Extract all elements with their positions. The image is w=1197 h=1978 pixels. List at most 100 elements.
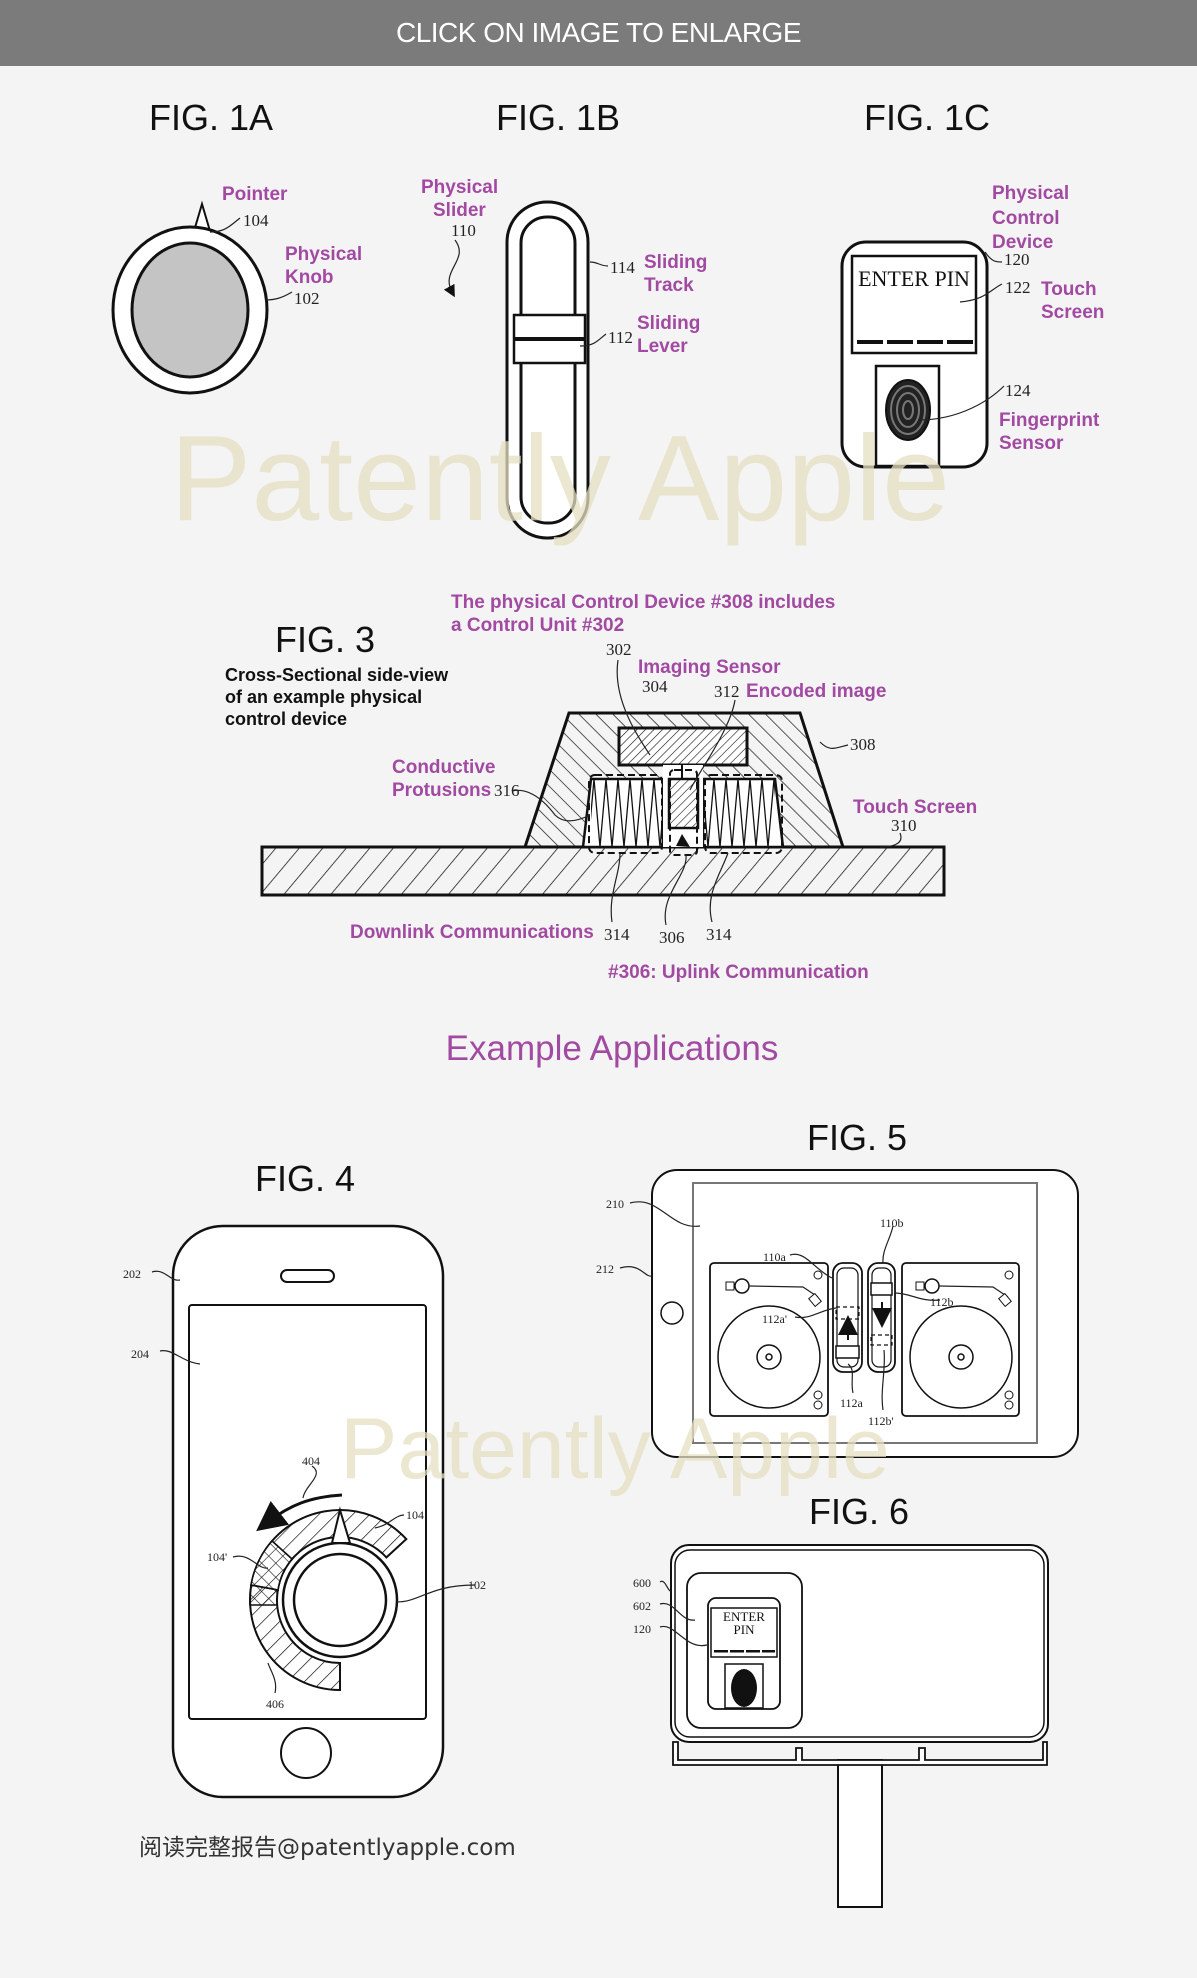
ref-112b: 112b [930, 1295, 954, 1309]
ref-102: 102 [468, 1578, 486, 1592]
ref-120: 120 [633, 1622, 651, 1636]
label-screen: Screen [1041, 302, 1104, 323]
ref-112b-prime: 112b' [868, 1414, 894, 1428]
label-touch-screen: Touch Screen [853, 797, 977, 818]
label-fingerprint: Fingerprint [999, 410, 1100, 431]
fig-1a-physical-knob: FIG. 1A Pointer 104 Physical Knob 102 [111, 97, 362, 395]
ref-104-prime: 104' [207, 1550, 227, 1564]
ref-112: 112 [608, 328, 633, 347]
sliding-track-inner [519, 215, 577, 525]
fig-3-title: FIG. 3 [275, 619, 375, 660]
ref-112a: 112a [840, 1396, 864, 1410]
watermark-bottom: Patently Apple [340, 1401, 890, 1497]
control-device-screen[interactable] [710, 1607, 778, 1658]
rotation-track-arc [249, 1509, 408, 1692]
ref-112a-prime: 112a' [762, 1312, 787, 1326]
label-encoded-image: Encoded image [746, 681, 886, 702]
ref-204: 204 [131, 1347, 149, 1361]
section-title: Example Applications [446, 1029, 779, 1068]
label-sliding: Sliding [644, 252, 707, 273]
downlink-region-left [588, 774, 663, 854]
fig-5-tablet-dj-app: FIG. 5 [596, 1117, 1079, 1458]
ref-110a: 110a [763, 1250, 787, 1264]
imaging-sensor [617, 726, 749, 767]
ref-120: 120 [1004, 250, 1030, 269]
tablet-home-button[interactable] [660, 1301, 684, 1325]
touch-screen[interactable] [850, 254, 978, 355]
label-device: Device [992, 232, 1053, 253]
label-physical: Physical [421, 177, 498, 198]
ref-302: 302 [606, 640, 632, 659]
touch-screen-slab [260, 845, 946, 897]
pointer-previous-position [250, 1539, 294, 1591]
fig-1c-physical-control-device: FIG. 1C ENTER PIN Physical Control Devic… [840, 97, 1104, 469]
fig-1a-title: FIG. 1A [149, 97, 273, 138]
ref-406: 406 [266, 1697, 284, 1711]
fig-5-title: FIG. 5 [807, 1117, 907, 1158]
pin-dashes [714, 1650, 775, 1653]
fig-6-kiosk-with-control-device: FIG. 6 ENTER PIN 600 602 120 [633, 1491, 1049, 1908]
knob-pointer [330, 1506, 352, 1544]
encoded-image [667, 777, 700, 830]
label-physical: Physical [992, 183, 1069, 204]
label-touch: Touch [1041, 279, 1097, 300]
label-sliding: Sliding [637, 313, 700, 334]
pin-dashes [857, 340, 973, 344]
ref-202: 202 [123, 1267, 141, 1281]
enter-text: ENTER [723, 1609, 765, 1624]
note-line-2: a Control Unit #302 [451, 615, 624, 636]
ref-314-right: 314 [706, 925, 732, 944]
ref-602: 602 [633, 1599, 651, 1613]
ref-110b: 110b [880, 1216, 904, 1230]
ref-310: 310 [891, 816, 917, 835]
fig-3-cross-section: FIG. 3 Cross-Sectional side-view of an e… [225, 592, 977, 983]
label-lever: Lever [637, 336, 688, 357]
label-knob: Knob [285, 267, 334, 288]
ref-304: 304 [642, 677, 668, 696]
pin-text: PIN [734, 1622, 756, 1637]
watermark-top: Patently Apple [170, 410, 950, 546]
ref-212: 212 [596, 1262, 614, 1276]
slider-110a[interactable] [832, 1262, 863, 1373]
enlarge-image-banner[interactable]: CLICK ON IMAGE TO ENLARGE [0, 0, 1197, 66]
caption-line-2: of an example physical [225, 687, 422, 707]
ref-600: 600 [633, 1576, 651, 1590]
fig-1b-physical-slider: FIG. 1B Physical Slider 110 114 Sliding … [421, 97, 707, 540]
label-uplink: #306: Uplink Communication [608, 962, 869, 983]
phone-speaker [280, 1269, 335, 1283]
knob-face[interactable] [292, 1552, 388, 1648]
stand-pole [837, 1759, 883, 1908]
home-button[interactable] [280, 1727, 332, 1779]
fig-1b-title: FIG. 1B [496, 97, 620, 138]
enter-pin-text: ENTER PIN [858, 266, 970, 291]
label-slider: Slider [433, 200, 486, 221]
ref-102: 102 [294, 289, 320, 308]
label-protusions: Protusions [392, 780, 491, 801]
ref-110: 110 [451, 221, 476, 240]
ref-308: 308 [850, 735, 876, 754]
note-line-1: The physical Control Device #308 include… [451, 592, 835, 613]
fig-6-title: FIG. 6 [809, 1491, 909, 1532]
label-imaging-sensor: Imaging Sensor [638, 657, 781, 678]
ref-210: 210 [606, 1197, 624, 1211]
label-control: Control [992, 208, 1060, 229]
ref-316: 316 [494, 781, 520, 800]
ref-404: 404 [302, 1454, 320, 1468]
downlink-region-right [704, 774, 783, 854]
ref-114: 114 [610, 258, 635, 277]
ref-104: 104 [406, 1508, 424, 1522]
fig-4-phone-with-knob: FIG. 4 202 204 404 104 104' 102 [123, 1158, 486, 1799]
ref-124: 124 [1005, 381, 1031, 400]
uplink-region [669, 769, 698, 856]
footer-source-link[interactable]: 阅读完整报告@patentlyapple.com [139, 1835, 516, 1861]
label-track: Track [644, 275, 694, 296]
turntable-right[interactable] [901, 1262, 1020, 1417]
slider-110b[interactable] [867, 1262, 896, 1373]
caption-line-1: Cross-Sectional side-view [225, 665, 449, 685]
ref-312: 312 [714, 682, 740, 701]
fingerprint-icon [885, 379, 931, 441]
ref-104: 104 [243, 211, 269, 230]
label-pointer: Pointer [222, 184, 288, 205]
turntable-left[interactable] [709, 1262, 829, 1417]
